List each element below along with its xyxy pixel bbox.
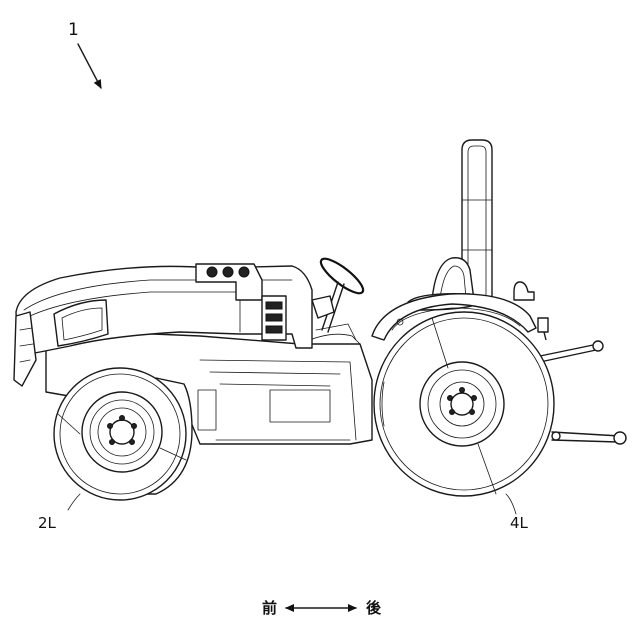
rear-direction-label: 後 bbox=[365, 599, 382, 617]
front-wheel-leader bbox=[68, 494, 80, 510]
front-direction-label: 前 bbox=[262, 599, 277, 617]
rear-wheel-leader bbox=[506, 494, 516, 514]
steering-wheel bbox=[312, 254, 367, 340]
figure-ref-leader bbox=[78, 44, 101, 88]
direction-indicator: 前 後 bbox=[262, 599, 382, 617]
front-wheel bbox=[54, 368, 192, 500]
rear-wheel-label: 4L bbox=[510, 514, 529, 532]
rear-wheel bbox=[374, 312, 554, 496]
front-wheel-label: 2L bbox=[38, 514, 57, 532]
figure-ref-label: 1 bbox=[68, 20, 79, 40]
